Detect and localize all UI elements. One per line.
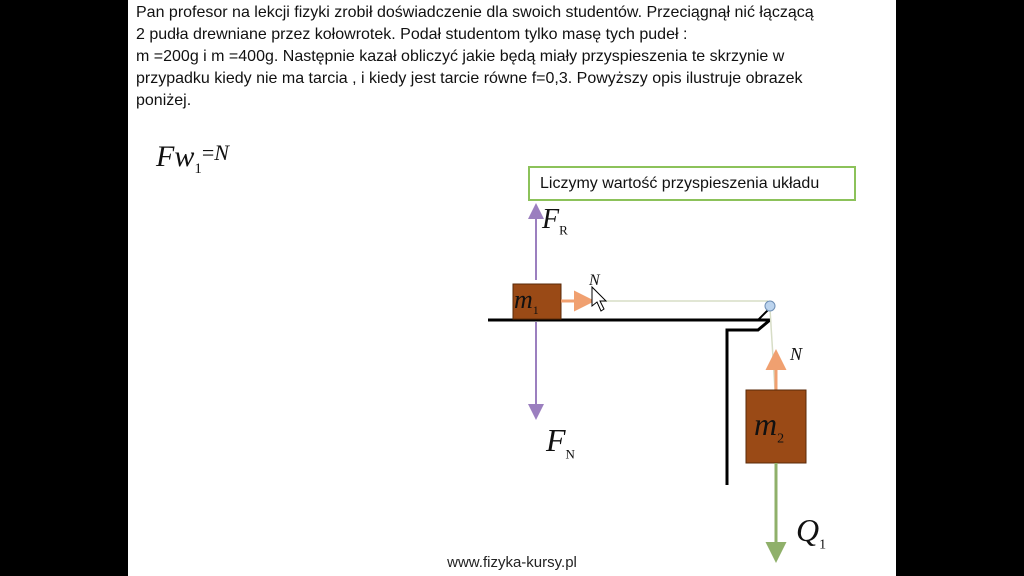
footer-url: www.fizyka-kursy.pl bbox=[447, 554, 577, 571]
label-m1-main: m bbox=[514, 285, 533, 314]
pulley-icon bbox=[764, 300, 776, 312]
label-m2-sub: 2 bbox=[777, 431, 785, 447]
label-fn-main: F bbox=[546, 422, 566, 458]
label-fr: FR bbox=[542, 204, 568, 239]
formula-fw1: Fw1=N bbox=[156, 140, 229, 178]
label-q1: Q1 bbox=[796, 512, 826, 553]
problem-line: poniżej. bbox=[136, 92, 192, 109]
label-fr-sub: R bbox=[559, 222, 568, 238]
tooltip-box: Liczymy wartość przyspieszenia układu bbox=[528, 166, 856, 201]
mass-m2-box bbox=[745, 389, 807, 464]
label-fn-sub: N bbox=[565, 446, 575, 462]
label-m1-sub: 1 bbox=[532, 303, 539, 318]
label-q-main: Q bbox=[796, 512, 820, 548]
physics-diagram bbox=[488, 203, 807, 563]
label-m1: m1 bbox=[514, 285, 539, 318]
cursor-icon bbox=[591, 285, 608, 312]
problem-line: 2 pudła drewniane przez kołowrotek. Poda… bbox=[136, 26, 688, 43]
problem-line: Pan profesor na lekcji fizyki zrobił doś… bbox=[136, 4, 814, 21]
problem-text: Pan profesor na lekcji fizyki zrobił doś… bbox=[136, 2, 888, 112]
formula-main: Fw bbox=[156, 140, 195, 173]
label-n-right: N bbox=[790, 344, 803, 364]
formula-rhs: N bbox=[214, 140, 229, 165]
rope-vertical bbox=[769, 308, 776, 391]
label-m2: m2 bbox=[754, 406, 784, 447]
formula-eq: = bbox=[201, 140, 215, 165]
table-edge bbox=[725, 318, 771, 485]
formula-sub: 1 bbox=[194, 161, 202, 177]
label-m2-main: m bbox=[754, 406, 778, 442]
label-fn: FN bbox=[546, 422, 575, 462]
label-n-top: N bbox=[589, 272, 600, 289]
label-fr-main: F bbox=[542, 204, 560, 235]
slide: Pan profesor na lekcji fizyki zrobił doś… bbox=[128, 0, 896, 576]
problem-line: m =200g i m =400g. Następnie kazał oblic… bbox=[136, 48, 785, 65]
label-q-sub: 1 bbox=[819, 537, 827, 553]
problem-line: przypadku kiedy nie ma tarcia , i kiedy … bbox=[136, 70, 803, 87]
